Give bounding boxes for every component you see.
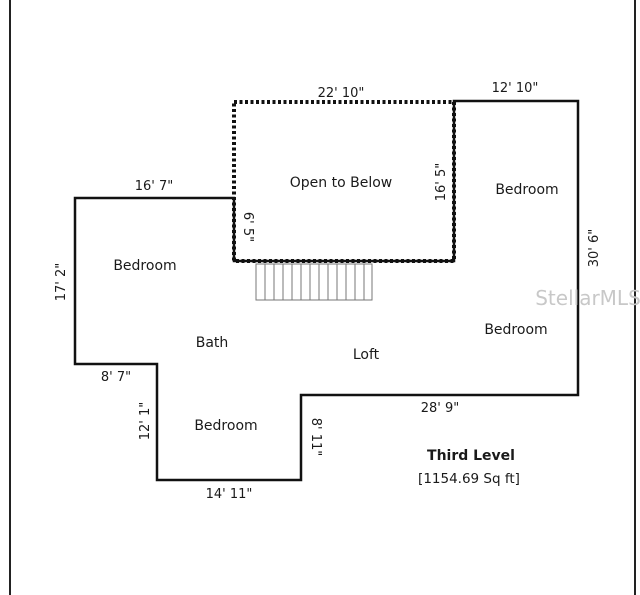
dim-bottom-right: 28' 9" (421, 401, 460, 416)
watermark-logo: StellarMLS (535, 286, 640, 310)
dim-step-left: 8' 7" (101, 370, 131, 385)
area-text: [1154.69 Sq ft] (418, 471, 520, 487)
room-bedroom-upper-right: Bedroom (495, 182, 558, 198)
dim-open-right: 16' 5" (434, 163, 449, 202)
room-bath: Bath (196, 335, 229, 351)
dim-right-side: 30' 6" (587, 229, 602, 268)
dim-left-top: 16' 7" (135, 179, 174, 194)
room-bedroom-lower-right: Bedroom (484, 322, 547, 338)
dim-bottom-bedroom-left: 12' 1" (138, 402, 153, 441)
plan-outline (73, 99, 580, 482)
room-open-to-below: Open to Below (290, 175, 392, 191)
level-title: Third Level (427, 448, 515, 464)
dim-top-right: 12' 10" (492, 81, 539, 96)
open-to-below-area (232, 100, 456, 263)
dim-open-top: 22' 10" (318, 86, 365, 101)
room-bedroom-bottom: Bedroom (194, 418, 257, 434)
dim-bottom-step: 8' 11" (308, 418, 323, 457)
dim-open-left: 6' 5" (240, 212, 255, 242)
dim-left-side: 17' 2" (54, 263, 69, 302)
room-bedroom-left: Bedroom (113, 258, 176, 274)
room-loft: Loft (353, 347, 380, 363)
stairs (255, 263, 373, 301)
dim-bottom: 14' 11" (206, 487, 253, 502)
